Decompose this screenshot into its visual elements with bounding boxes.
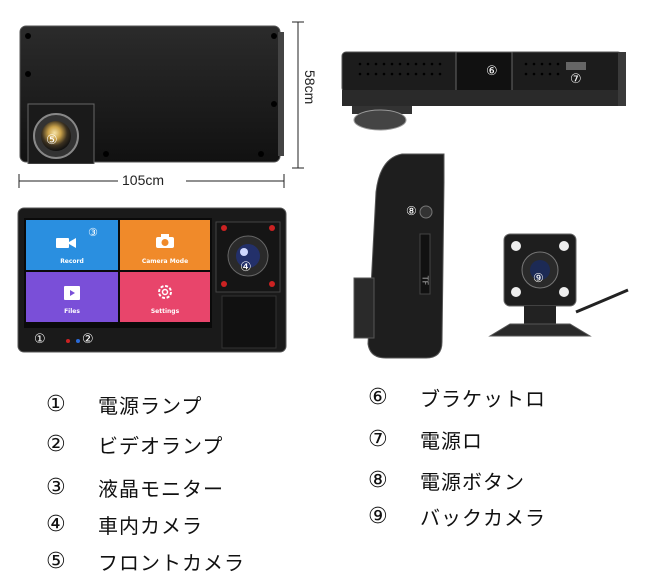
callout-6: ⑥ bbox=[486, 64, 498, 79]
back-camera bbox=[480, 228, 630, 348]
dashcam-side-view bbox=[346, 152, 454, 362]
legend-num: ⑤ bbox=[46, 549, 67, 574]
legend-item-9: ⑨ バックカメラ bbox=[368, 502, 546, 531]
dashcam-back-view bbox=[16, 24, 286, 165]
legend-num: ⑧ bbox=[368, 468, 389, 493]
callout-2: ② bbox=[82, 332, 94, 347]
legend-label: 液晶モニター bbox=[98, 477, 224, 501]
legend-item-4: ④ 車内カメラ bbox=[46, 510, 203, 539]
legend-item-8: ⑧ 電源ボタン bbox=[368, 466, 525, 495]
play-file-icon bbox=[64, 286, 80, 300]
legend-num: ④ bbox=[46, 512, 67, 537]
record-tile[interactable]: Record bbox=[26, 220, 118, 270]
camera-icon bbox=[156, 234, 174, 248]
files-tile[interactable]: Files bbox=[26, 272, 118, 322]
legend-label: バックカメラ bbox=[420, 506, 546, 530]
dashcam-back-illustration bbox=[19, 25, 284, 165]
camera-mode-label: Camera Mode bbox=[141, 258, 189, 265]
callout-4: ④ bbox=[240, 260, 252, 275]
legend-label: ビデオランプ bbox=[98, 434, 224, 458]
legend-label: 電源ロ bbox=[420, 429, 483, 453]
callout-1: ① bbox=[34, 332, 46, 347]
legend-item-3: ③ 液晶モニター bbox=[46, 473, 224, 502]
legend-num: ⑦ bbox=[368, 427, 389, 452]
legend-num: ① bbox=[46, 392, 67, 417]
legend-label: フロントカメラ bbox=[98, 551, 245, 575]
legend-num: ② bbox=[46, 432, 67, 457]
callout-7: ⑦ bbox=[570, 72, 582, 87]
callout-3: ③ bbox=[88, 226, 98, 239]
height-label: 58cm bbox=[302, 70, 318, 105]
files-label: Files bbox=[64, 308, 80, 315]
width-label: 105cm bbox=[122, 172, 165, 188]
width-dimension-line bbox=[18, 174, 285, 188]
legend-item-6: ⑥ ブラケットロ bbox=[368, 383, 546, 412]
legend-item-5: ⑤ フロントカメラ bbox=[46, 547, 245, 576]
back-camera-illustration bbox=[488, 233, 629, 337]
settings-tile[interactable]: Settings bbox=[120, 272, 210, 322]
callout-9: ⑨ bbox=[533, 271, 544, 285]
settings-label: Settings bbox=[150, 308, 180, 315]
record-label: Record bbox=[60, 258, 84, 265]
legend-num: ③ bbox=[46, 475, 67, 500]
video-camera-icon bbox=[56, 238, 76, 248]
camera-mode-tile[interactable]: Camera Mode bbox=[120, 220, 210, 270]
legend-item-2: ② ビデオランプ bbox=[46, 430, 223, 459]
legend-num: ⑨ bbox=[368, 504, 389, 529]
legend-label: ブラケットロ bbox=[420, 387, 546, 411]
legend-label: 電源ランプ bbox=[98, 394, 203, 418]
dashcam-top-view bbox=[340, 48, 630, 138]
legend-item-1: ① 電源ランプ bbox=[46, 390, 202, 419]
callout-8: ⑧ bbox=[406, 204, 417, 218]
callout-5: ⑤ bbox=[46, 133, 58, 148]
legend-item-7: ⑦ 電源ロ bbox=[368, 425, 483, 454]
dashcam-top-illustration bbox=[341, 51, 626, 131]
legend-label: 車内カメラ bbox=[98, 514, 203, 538]
gear-icon bbox=[158, 285, 172, 299]
tf-slot-label: TF bbox=[420, 275, 430, 286]
height-dimension-line bbox=[292, 21, 304, 169]
dashcam-side-illustration bbox=[353, 153, 445, 359]
legend-label: 電源ボタン bbox=[420, 470, 525, 494]
legend-num: ⑥ bbox=[368, 385, 389, 410]
